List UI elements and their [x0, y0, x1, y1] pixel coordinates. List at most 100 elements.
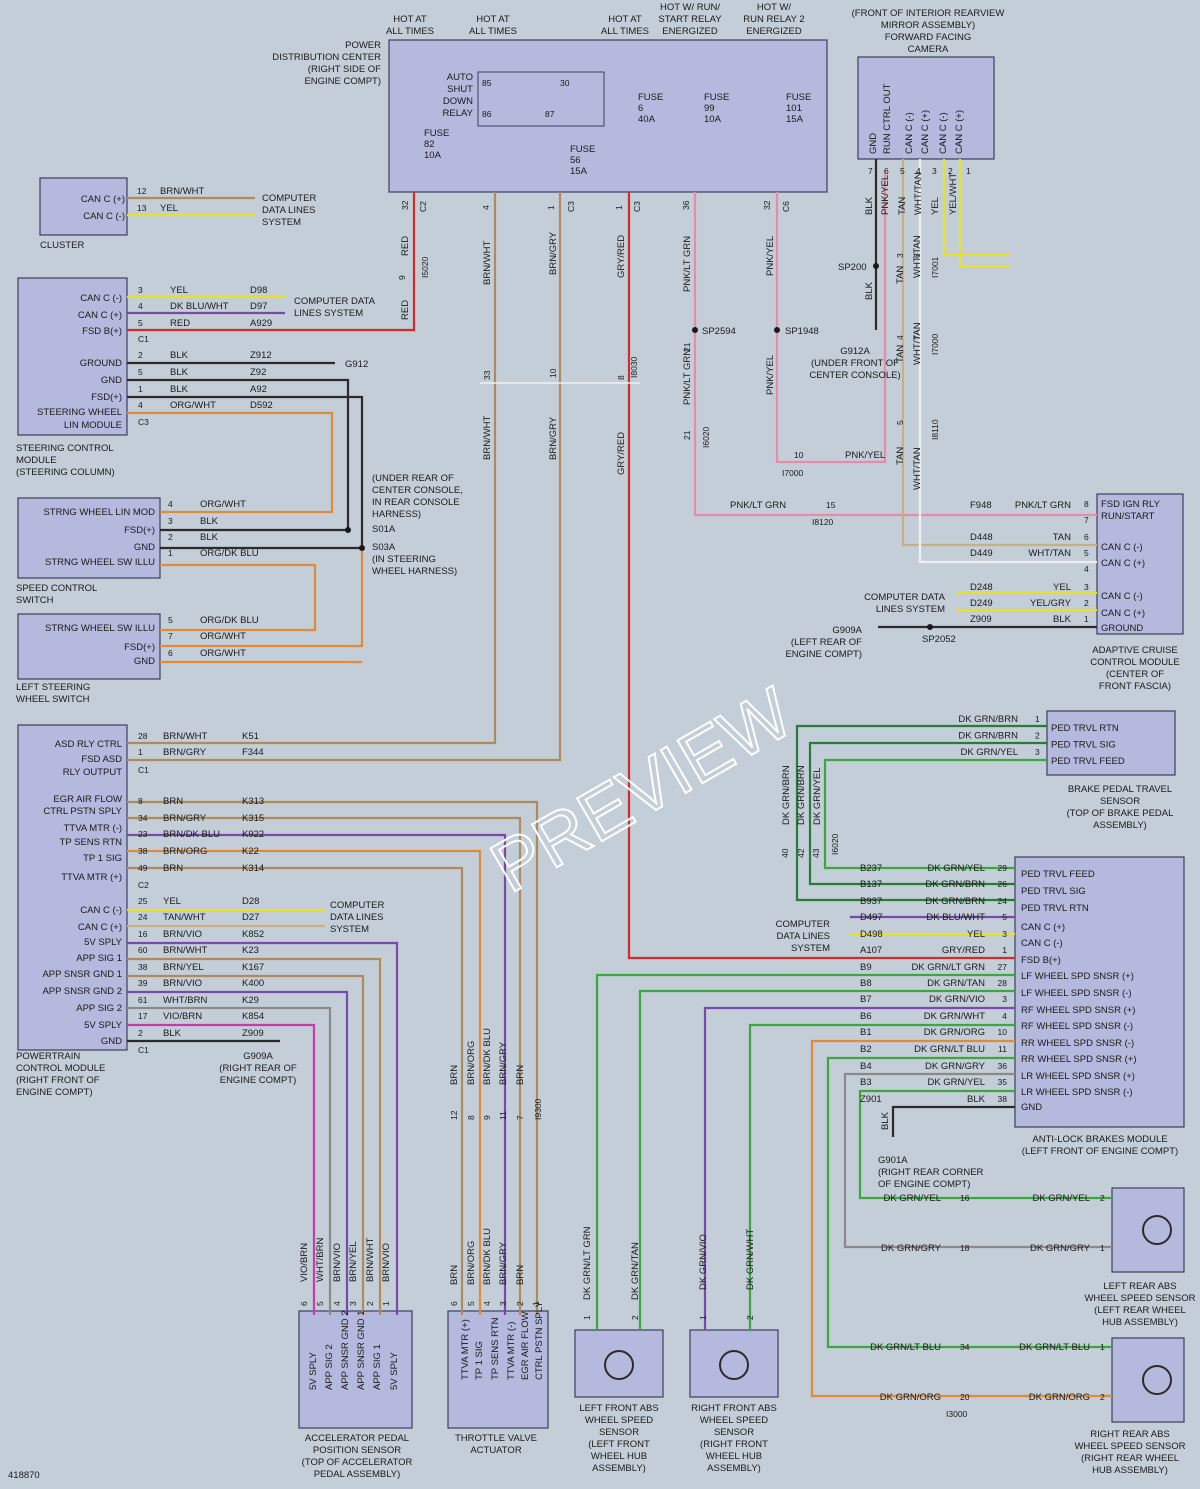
- label: POSITION SENSOR: [313, 1445, 401, 1456]
- pdc-pin: C6: [781, 201, 791, 212]
- label: SENSOR: [1100, 796, 1140, 807]
- pcm-wire-color: BLK: [163, 1028, 182, 1039]
- camera-pin-num: 1: [966, 166, 971, 176]
- label: RED: [400, 236, 411, 256]
- label: 9: [397, 275, 407, 280]
- label: CENTER CONSOLE): [809, 370, 900, 381]
- label: ORG/WHT: [200, 631, 246, 642]
- label: I7000: [782, 468, 804, 478]
- label: B1: [860, 1027, 872, 1038]
- label: 9: [482, 1115, 492, 1120]
- label: 27: [998, 962, 1008, 972]
- label: C2: [138, 880, 149, 890]
- scm-wire-color: BLK: [170, 367, 189, 378]
- label: Z901: [860, 1094, 882, 1105]
- label: I8030: [629, 356, 639, 378]
- pcm-wire-color: TAN/WHT: [163, 912, 206, 923]
- label: BRN/VIO: [332, 1243, 343, 1282]
- pcm-title: ENGINE COMPT): [16, 1087, 93, 1098]
- label: DK GRN/ORG: [1029, 1392, 1090, 1403]
- label: Z909: [970, 614, 992, 625]
- label: BLK: [200, 516, 219, 527]
- label: 61: [138, 995, 148, 1005]
- label: (TOP OF BRAKE PEDAL: [1067, 808, 1174, 819]
- pcm-wire-color: BRN/YEL: [163, 962, 204, 973]
- label: BRN/WHT: [160, 186, 205, 197]
- label: ACTUATOR: [470, 1445, 522, 1456]
- label: SENSOR: [599, 1427, 639, 1438]
- label: BRN: [449, 1065, 460, 1085]
- pdc-pin: 4: [481, 205, 491, 210]
- label: 2: [138, 350, 143, 360]
- auto-shutdown-relay: [477, 71, 605, 127]
- label: YEL/GRY: [1030, 598, 1072, 609]
- label: D448: [970, 532, 993, 543]
- label: 4: [1084, 564, 1089, 574]
- label: 1: [1002, 945, 1007, 955]
- label: 8: [616, 375, 626, 380]
- label: LEFT REAR ABS: [1103, 1281, 1176, 1292]
- relay-label: RELAY: [443, 108, 474, 119]
- fuse-label: FUSE: [704, 92, 729, 103]
- pcm-circuit: D27: [242, 912, 259, 923]
- label: 4: [1002, 1011, 1007, 1021]
- label: BRN/GRY: [498, 1041, 509, 1085]
- scm-pin: FSD B(+): [82, 326, 122, 337]
- label: 33: [482, 370, 492, 380]
- label: OF ENGINE COMPT): [878, 1179, 970, 1190]
- label: BLK: [864, 281, 875, 300]
- camera-pin: GND: [868, 133, 879, 154]
- label: 5: [1002, 912, 1007, 922]
- label: PNK/LT GRN: [682, 349, 693, 405]
- label: 11: [498, 1111, 508, 1120]
- camera-wire-color: PNK/YEL: [880, 175, 891, 215]
- label: 4: [482, 1301, 492, 1306]
- label: YEL: [1053, 582, 1071, 593]
- label: BRN/WHT: [482, 240, 493, 285]
- label: 18: [960, 1243, 970, 1253]
- cluster-dest: COMPUTER: [262, 193, 317, 204]
- abs-pin: PED TRVL SIG: [1021, 886, 1086, 897]
- scm-title: (STEERING COLUMN): [16, 467, 115, 478]
- label: 29: [998, 863, 1008, 873]
- label: 8: [138, 796, 143, 806]
- label: 85: [482, 78, 492, 88]
- pdc-feed-label: HOT AT: [393, 14, 427, 25]
- label: SP200: [838, 262, 867, 273]
- label: B9: [860, 962, 872, 973]
- pcm-title: POWERTRAIN: [16, 1051, 80, 1062]
- pcm-pin: 5V SPLY: [84, 937, 123, 948]
- label: 7: [1084, 515, 1089, 525]
- label: B137: [860, 879, 882, 890]
- pdc-pin: C2: [418, 201, 428, 212]
- scm-circuit: D592: [250, 400, 273, 411]
- pcm-circuit: D28: [242, 896, 259, 907]
- label: ENGINE COMPT): [220, 1075, 297, 1086]
- label: RIGHT FRONT ABS: [691, 1403, 777, 1414]
- label: DK GRN/BRN: [796, 765, 807, 825]
- fuse-label: FUSE: [638, 92, 663, 103]
- label: BRAKE PEDAL TRAVEL: [1068, 784, 1172, 795]
- pcm-circuit: K314: [242, 863, 264, 874]
- label: LEFT FRONT ABS: [579, 1403, 658, 1414]
- label: DK GRN/YEL: [927, 1077, 985, 1088]
- pcm-pin: CTRL PSTN SPLY: [43, 806, 122, 817]
- label: DK GRN/LT GRN: [582, 1226, 593, 1300]
- label: B937: [860, 896, 882, 907]
- camera-pin: CAN C (+): [954, 110, 965, 154]
- splice-note: HARNESS): [372, 509, 421, 520]
- label: BRN/ORG: [466, 1241, 477, 1285]
- label: 12: [449, 1110, 459, 1120]
- speed-switch-title: SPEED CONTROL: [16, 583, 97, 594]
- pcm-circuit: F344: [242, 747, 264, 758]
- label: TAN: [895, 447, 906, 465]
- power-distribution-center: [388, 39, 828, 193]
- label: PNK/LT GRN: [1015, 500, 1071, 511]
- camera-pin: CAN C (-): [904, 112, 915, 154]
- pcm-circuit: K29: [242, 995, 259, 1006]
- cluster-pin: CAN C (-): [83, 211, 125, 222]
- pcm-pin: ASD RLY CTRL: [55, 739, 122, 750]
- label: 35: [998, 1077, 1008, 1087]
- acc-pin: RUN/START: [1101, 511, 1155, 522]
- label: DK GRN/VIO: [929, 994, 985, 1005]
